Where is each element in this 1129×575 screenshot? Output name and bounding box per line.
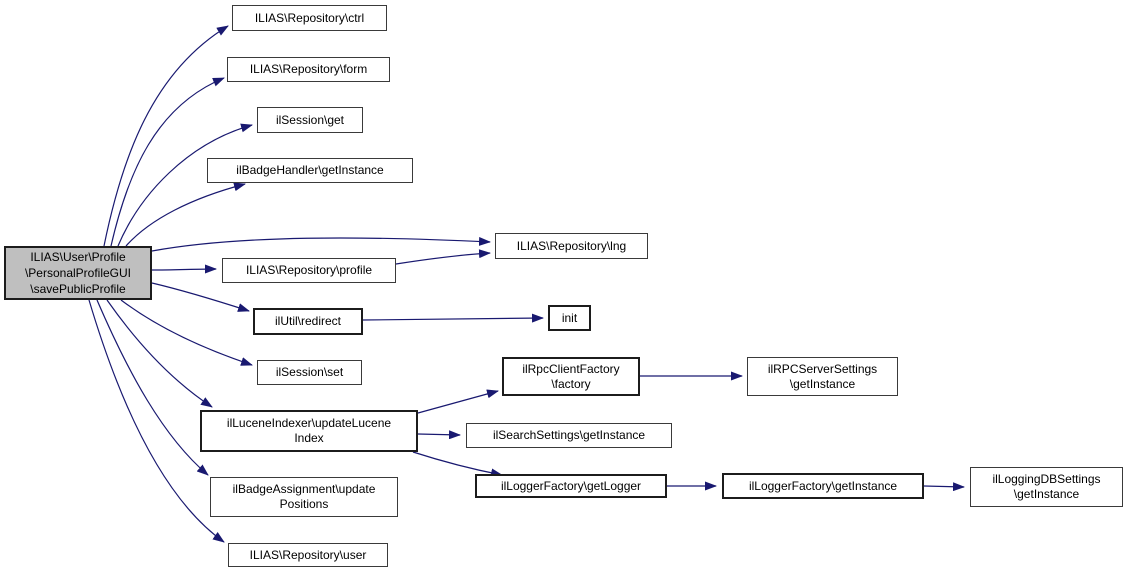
edge-main-to-session-set <box>120 299 253 366</box>
node-repository-form[interactable]: ILIAS\Repository\form <box>227 57 390 82</box>
node-label-line: ilLuceneIndexer\updateLucene <box>226 416 392 430</box>
node-label: ilSession\get <box>275 112 345 127</box>
node-search-settings-get-instance[interactable]: ilSearchSettings\getInstance <box>466 423 672 448</box>
node-label-line: ilBadgeAssignment\update <box>232 482 376 496</box>
node-label-line: \factory <box>551 376 591 391</box>
edge-logger-get-instance-to-logging-db-settings <box>923 482 965 492</box>
node-label-line: \savePublicProfile <box>30 282 126 296</box>
edge-main-to-lucene-indexer <box>106 299 213 408</box>
edge-main-to-repository-profile <box>151 264 217 274</box>
node-rpc-server-settings-get-instance[interactable]: ilRPCServerSettings \getInstance <box>747 357 898 396</box>
node-label: ilSession\set <box>275 365 344 379</box>
edge-repository-profile-to-repository-lng <box>395 249 491 265</box>
node-repository-lng[interactable]: ILIAS\Repository\lng <box>495 233 648 259</box>
node-repository-user[interactable]: ILIAS\Repository\user <box>228 543 388 567</box>
edge-main-to-repository-ctrl <box>103 25 229 247</box>
node-label: init <box>561 310 578 325</box>
node-label-line: ilRPCServerSettings <box>767 361 878 376</box>
node-util-redirect[interactable]: ilUtil\redirect <box>253 308 363 335</box>
node-label: ILIAS\Repository\user <box>249 547 367 562</box>
node-logger-factory-get-instance[interactable]: ilLoggerFactory\getInstance <box>722 473 924 499</box>
edge-lucene-to-logger-get-logger <box>412 451 503 478</box>
node-init[interactable]: init <box>548 305 591 331</box>
node-repository-profile[interactable]: ILIAS\Repository\profile <box>222 258 396 283</box>
node-badge-handler-get-instance[interactable]: ilBadgeHandler\getInstance <box>207 158 413 183</box>
edge-main-to-repository-form <box>110 77 225 247</box>
node-label: ilLoggerFactory\getLogger <box>500 478 642 493</box>
edge-main-to-badge-handler-get-instance <box>125 182 246 247</box>
node-lucene-indexer-update-lucene-index[interactable]: ilLuceneIndexer\updateLucene Index <box>200 410 418 452</box>
node-label: ILIAS\Repository\profile <box>245 263 373 277</box>
node-label: ilUtil\redirect <box>274 314 341 328</box>
node-label-line: Index <box>294 431 324 445</box>
node-logger-factory-get-logger[interactable]: ilLoggerFactory\getLogger <box>475 474 667 498</box>
node-rpc-client-factory-factory[interactable]: ilRpcClientFactory \factory <box>502 357 640 396</box>
node-session-get[interactable]: ilSession\get <box>257 107 363 133</box>
node-badge-assignment-update-positions[interactable]: ilBadgeAssignment\update Positions <box>210 477 398 517</box>
node-save-public-profile: ILIAS\User\Profile \PersonalProfileGUI \… <box>4 246 152 300</box>
edge-main-to-repository-lng <box>151 236 491 252</box>
edge-main-to-badge-assignment <box>96 299 209 476</box>
node-label-line: ilLoggingDBSettings <box>992 472 1101 486</box>
edge-lucene-to-rpc-client-factory <box>417 389 499 414</box>
node-label: ILIAS\Repository\form <box>249 62 368 76</box>
node-label-line: Positions <box>279 497 329 511</box>
node-label-line: ilRpcClientFactory <box>522 361 620 376</box>
edge-util-redirect-to-init <box>362 313 544 323</box>
node-label: ilBadgeHandler\getInstance <box>236 163 384 177</box>
node-repository-ctrl[interactable]: ILIAS\Repository\ctrl <box>232 5 387 31</box>
node-label: ilLoggerFactory\getInstance <box>748 478 898 493</box>
edge-main-to-repository-user <box>88 299 225 543</box>
edge-lucene-to-search-settings <box>417 430 461 440</box>
node-label: ILIAS\Repository\ctrl <box>254 10 365 25</box>
edge-main-to-session-get <box>117 123 253 247</box>
node-label-line: ILIAS\User\Profile <box>30 250 126 264</box>
node-label: ilSearchSettings\getInstance <box>492 428 646 442</box>
node-label-line: \getInstance <box>789 376 856 391</box>
node-logging-db-settings-get-instance[interactable]: ilLoggingDBSettings \getInstance <box>970 467 1123 507</box>
node-label: ILIAS\Repository\lng <box>516 238 627 253</box>
node-label-line: \PersonalProfileGUI <box>24 266 132 280</box>
node-session-set[interactable]: ilSession\set <box>257 360 362 385</box>
node-label-line: \getInstance <box>1013 487 1080 501</box>
edge-main-to-util-redirect <box>151 282 250 312</box>
